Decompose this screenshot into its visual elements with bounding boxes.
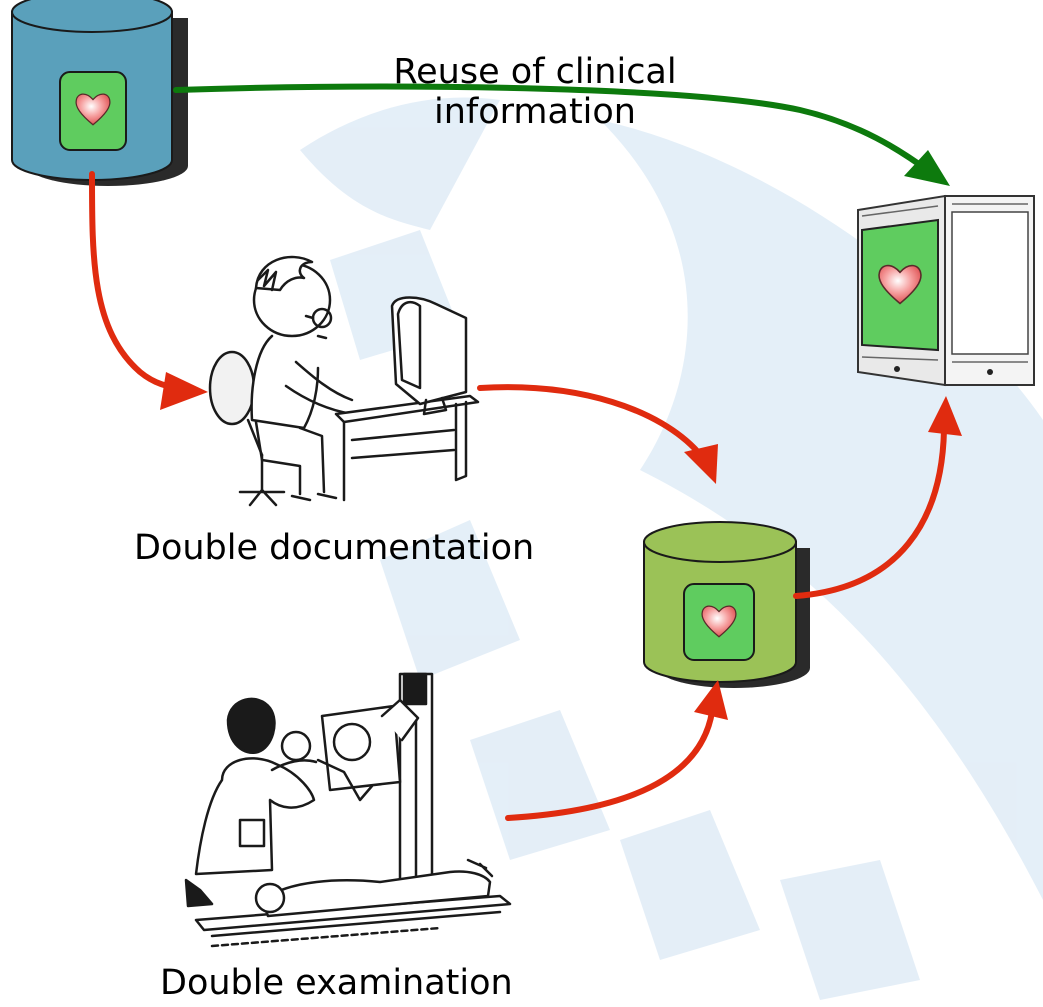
double-documentation-label: Double documentation (134, 528, 535, 568)
source-database (11, 0, 188, 186)
target-to-viewer-arrow (793, 427, 947, 599)
reuse-label-line2: information (433, 92, 636, 132)
reuse-label: Reuse of clinical information (330, 52, 740, 132)
double-examination-label: Double examination (160, 963, 513, 1003)
person-at-computer-illustration (208, 255, 480, 507)
double-examination-arrow (505, 709, 715, 821)
x-ray-examination-illustration (184, 672, 512, 948)
reuse-arrow (173, 83, 933, 175)
document-viewer-icon (857, 194, 1035, 387)
reuse-label-line1: Reuse of clinical (393, 52, 677, 92)
transfer-arrow (477, 384, 701, 455)
target-database (643, 521, 810, 688)
arrows (89, 83, 962, 821)
double-documentation-arrow (89, 171, 179, 391)
